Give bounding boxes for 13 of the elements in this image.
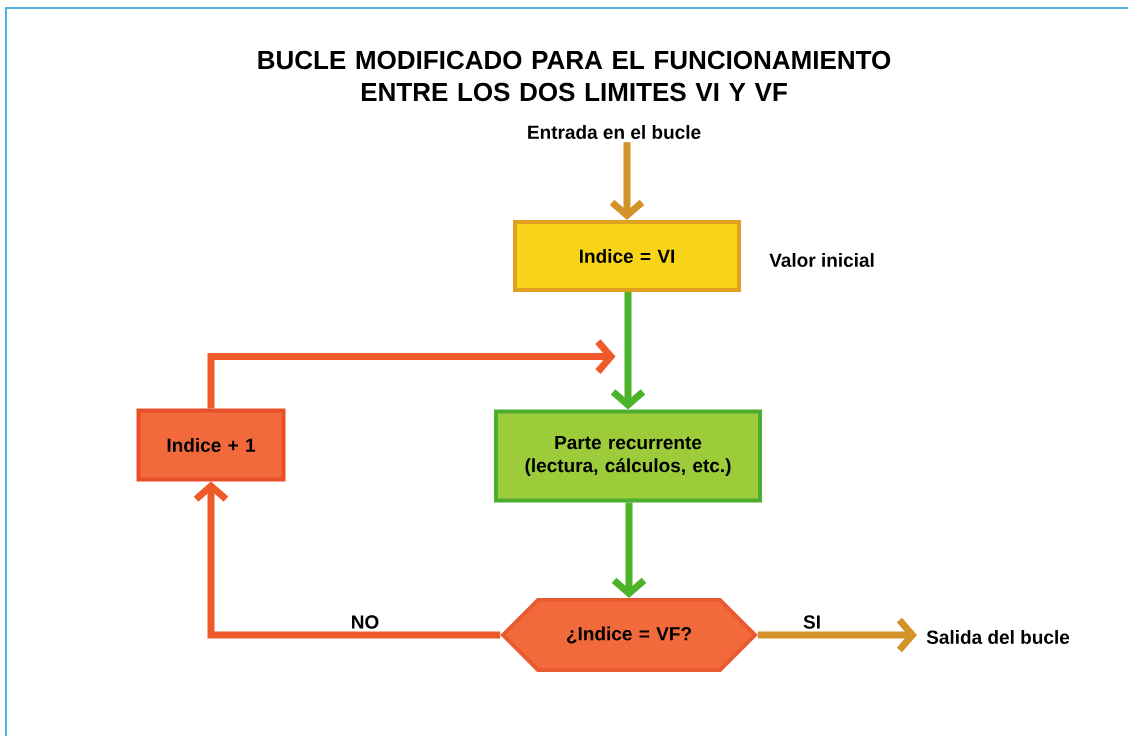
arrow	[207, 339, 616, 409]
process-box: Parte recurrente (lectura, cálculos, etc.)	[494, 409, 762, 503]
flow-text: Salida del bucle	[926, 630, 1070, 644]
arrow	[193, 481, 501, 639]
side-note: Valor inicial	[769, 253, 874, 267]
flow-text: Entrada en el bucle	[528, 125, 701, 139]
arrow	[757, 617, 917, 653]
title: BUCLE MODIFICADO PARA EL FUNCIONAMIENTO ENTRE LOS DOS LIMITES VI Y VF	[258, 50, 891, 102]
edge-label: NO	[348, 613, 382, 631]
process-box: Indice + 1	[136, 408, 286, 482]
process-box: Indice = VI	[513, 220, 741, 292]
edge-label: SI	[801, 613, 823, 631]
decision-hexagon: ¿Indice = VF?	[500, 598, 758, 672]
